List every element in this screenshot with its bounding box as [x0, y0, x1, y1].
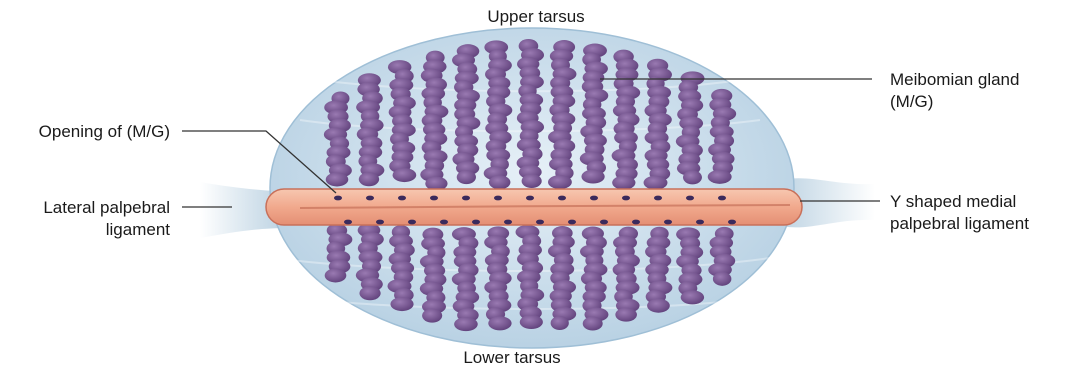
gland-bead — [683, 170, 702, 184]
label-meibomian-gland-line1: Meibomian gland — [890, 69, 1019, 91]
gland-bead — [615, 308, 637, 322]
gland-opening — [472, 220, 480, 225]
gland-opening — [654, 196, 662, 201]
label-lower-tarsus: Lower tarsus — [412, 347, 612, 369]
gland-bead — [390, 297, 413, 311]
gland-bead — [520, 315, 543, 329]
gland-opening — [718, 196, 726, 201]
gland-opening — [558, 196, 566, 201]
gland-opening — [408, 220, 416, 225]
gland-bead — [644, 176, 668, 190]
gland-opening — [430, 196, 438, 201]
gland-opening — [632, 220, 640, 225]
gland-opening — [600, 220, 608, 225]
gland-opening — [728, 220, 736, 225]
label-lateral-line1: Lateral palpebral — [0, 197, 170, 219]
gland-opening — [504, 220, 512, 225]
gland-bead — [422, 309, 442, 323]
gland-opening — [622, 196, 630, 201]
gland-opening — [398, 196, 406, 201]
gland-opening — [536, 220, 544, 225]
gland-bead — [454, 317, 478, 331]
gland-opening — [696, 220, 704, 225]
gland-bead — [325, 268, 347, 282]
gland-bead — [359, 172, 379, 186]
gland-bead — [581, 170, 604, 184]
gland-bead — [548, 175, 572, 189]
gland-opening — [344, 220, 352, 225]
label-meibomian-gland-line2: (M/G) — [890, 91, 1019, 113]
gland-bead — [359, 286, 380, 300]
gland-bead — [457, 170, 476, 184]
gland-opening — [568, 220, 576, 225]
gland-opening — [440, 220, 448, 225]
gland-bead — [612, 176, 635, 190]
gland-opening — [334, 196, 342, 201]
gland-bead — [326, 172, 349, 186]
gland-opening — [590, 196, 598, 201]
label-lateral-palpebral-ligament: Lateral palpebral ligament — [0, 197, 170, 241]
gland-opening — [686, 196, 694, 201]
gland-bead — [522, 174, 542, 188]
label-lateral-line2: ligament — [0, 219, 170, 241]
gland-bead — [713, 272, 732, 286]
gland-opening — [366, 196, 374, 201]
gland-opening — [376, 220, 384, 225]
gland-bead — [681, 290, 704, 304]
label-meibomian-gland: Meibomian gland (M/G) — [890, 69, 1019, 113]
label-upper-tarsus: Upper tarsus — [436, 6, 636, 28]
gland-opening — [526, 196, 534, 201]
gland-opening — [664, 220, 672, 225]
label-medial-line1: Y shaped medial — [890, 191, 1029, 213]
gland-bead — [488, 316, 511, 330]
gland-opening — [494, 196, 502, 201]
gland-bead — [708, 170, 732, 184]
label-medial-line2: palpebral ligament — [890, 213, 1029, 235]
gland-bead — [647, 299, 670, 313]
label-opening-mg: Opening of (M/G) — [0, 121, 170, 143]
gland-opening — [462, 196, 470, 201]
gland-bead — [583, 317, 603, 331]
gland-bead — [551, 316, 569, 330]
gland-bead — [393, 168, 417, 182]
label-medial-palpebral-ligament: Y shaped medial palpebral ligament — [890, 191, 1029, 235]
gland-bead — [489, 175, 511, 189]
